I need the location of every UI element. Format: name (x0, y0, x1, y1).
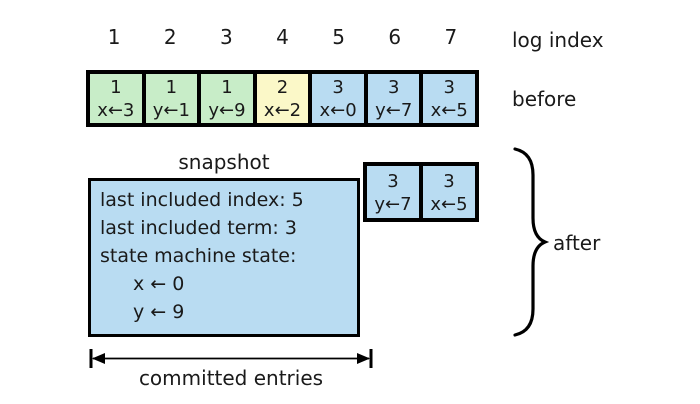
log-index-number: 1 (107, 25, 121, 49)
entry-term: 3 (387, 77, 400, 98)
log-index-label: log index (512, 28, 604, 52)
curly-brace (513, 147, 550, 337)
before-label: before (512, 87, 577, 111)
log-entry: 3 x←5 (421, 164, 477, 220)
log-entry: 3 x←5 (421, 72, 478, 125)
snapshot-line: x ← 0 (133, 273, 185, 295)
entry-command: x←5 (430, 100, 468, 121)
entry-command: x←2 (263, 100, 302, 121)
committed-entries-arrow (89, 349, 373, 368)
entry-command: y←1 (152, 100, 190, 121)
log-index-number: 2 (163, 25, 177, 49)
log-entry: 3 y←7 (365, 164, 421, 220)
before-log-row: 1 x←3 1 y←1 1 y←9 2 x←2 3 x←0 3 y←7 3 x←… (86, 70, 479, 127)
committed-entries-label: committed entries (138, 366, 324, 390)
log-index-number: 7 (444, 25, 458, 49)
log-entry: 1 x←3 (88, 72, 144, 125)
entry-term: 3 (387, 170, 399, 192)
entry-command: x←5 (430, 193, 468, 215)
log-index-number: 3 (219, 25, 233, 49)
log-entry: 3 y←7 (365, 72, 422, 125)
log-index-number: 6 (388, 25, 402, 49)
entry-command: y←7 (374, 193, 412, 215)
log-entry: 1 y←1 (143, 72, 200, 125)
log-entry: 3 x←0 (310, 72, 366, 125)
entry-term: 3 (332, 77, 344, 98)
entry-command: x←0 (319, 100, 357, 121)
entry-term: 2 (276, 77, 289, 98)
after-log-row: 3 y←7 3 x←5 (363, 162, 479, 222)
entry-term: 1 (221, 77, 233, 98)
snapshot-line: last included index: 5 (100, 189, 304, 211)
snapshot-line: last included term: 3 (100, 217, 297, 239)
log-entry: 2 x←2 (254, 72, 311, 125)
entry-command: x←3 (97, 100, 135, 121)
entry-term: 3 (443, 170, 455, 192)
after-label: after (553, 231, 601, 255)
log-index-row: 1 2 3 4 5 6 7 (86, 25, 479, 49)
log-index-number: 4 (276, 25, 289, 49)
log-index-number: 5 (332, 25, 345, 49)
entry-term: 1 (165, 77, 178, 98)
log-entry: 1 y←9 (199, 72, 255, 125)
entry-term: 3 (443, 77, 455, 98)
snapshot-line: y ← 9 (133, 301, 185, 323)
entry-term: 1 (110, 77, 122, 98)
snapshot-line: state machine state: (100, 245, 297, 267)
snapshot-box: last included index: 5 last included ter… (88, 178, 360, 337)
entry-command: y←9 (208, 100, 246, 121)
entry-command: y←7 (375, 100, 413, 121)
snapshot-label: snapshot (178, 150, 270, 174)
